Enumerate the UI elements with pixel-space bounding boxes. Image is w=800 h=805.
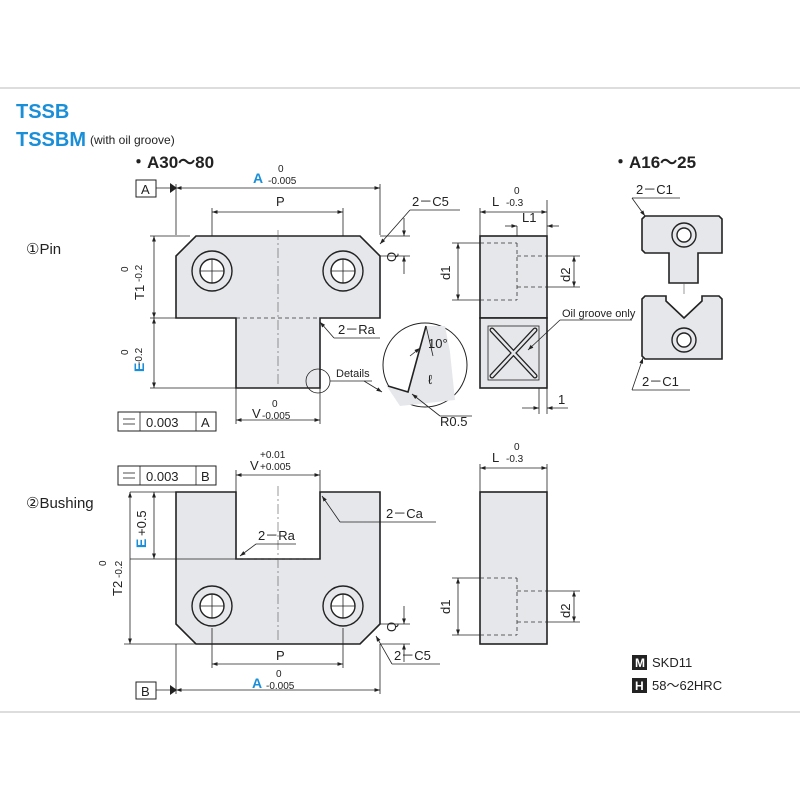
- hardness-badge: [632, 678, 647, 693]
- bushing-side: [479, 491, 548, 645]
- dim-v-tol-top: 0: [272, 399, 278, 410]
- dim-vb-tol-bot: +0.005: [260, 462, 291, 473]
- small-c1-top-label: 2－C1: [636, 182, 673, 197]
- dim-t1-label: T1: [132, 285, 147, 300]
- dim-pb-label: P: [276, 648, 285, 663]
- pin-tolerance-frame: 0.003 A: [117, 411, 217, 432]
- section-a16-25: ・A16～25: [612, 153, 696, 172]
- dim-t1-tol-bot: -0.2: [134, 264, 145, 282]
- small-c1-bottom-label: 2－C1: [642, 374, 679, 389]
- dim-t1-tol-top: 0: [120, 266, 131, 272]
- material-value: SKD11: [652, 655, 692, 670]
- dim-l-tol-bot: -0.3: [506, 198, 524, 209]
- dim-e-label: E: [131, 363, 147, 372]
- material-badge-letter: M: [635, 656, 645, 670]
- dim-eb-label: E: [133, 539, 149, 548]
- dim-v-label: V: [252, 406, 261, 421]
- pin-ra-label: 2－Ra: [338, 322, 376, 337]
- small-pin-body: [641, 215, 723, 284]
- dim-e-tol-top: 0: [120, 349, 131, 355]
- dim-l-tol-top: 0: [514, 186, 520, 197]
- dim-l-label: L: [492, 194, 499, 209]
- pin-c5-label: 2－C5: [412, 194, 449, 209]
- pin-d1-label: d1: [438, 266, 453, 280]
- bushing-tolerance-frame: 0.003 B: [117, 465, 217, 486]
- detail-r05: R0.5: [440, 414, 467, 429]
- dim-lb-tol-top: 0: [514, 442, 520, 453]
- pin-d2-label: d2: [558, 268, 573, 282]
- material-badge: [632, 655, 647, 670]
- bushing-d1-label: d1: [438, 600, 453, 614]
- dim-t2-label: T2: [110, 581, 125, 596]
- dim-a-tol-top: 0: [278, 164, 284, 175]
- bushing-label: ②Bushing: [26, 495, 94, 512]
- pin-label: ①Pin: [26, 241, 61, 258]
- series-title-tssbm: TSSBM: [16, 129, 86, 151]
- pin-q-label: Q: [384, 252, 399, 262]
- bushing-c5-label: 2－C5: [394, 648, 431, 663]
- details-label: Details: [336, 368, 370, 380]
- dim-ab-tol-top: 0: [276, 669, 282, 680]
- dim-l1-label: L1: [522, 210, 536, 225]
- bushing-q-label: Q: [384, 622, 399, 632]
- hardness-value: 58～62HRC: [652, 678, 722, 693]
- series-title-tssb: TSSB: [16, 101, 69, 123]
- dim-t2-tol-bot: -0.2: [114, 560, 125, 578]
- bushing-ra-label: 2－Ra: [258, 528, 296, 543]
- detail-angle: 10°: [428, 336, 448, 351]
- oil-groove-label: Oil groove only: [562, 308, 636, 320]
- dim-ab-label: A: [252, 675, 262, 691]
- datum-b-box: [135, 681, 157, 700]
- pin-tol-datum: A: [201, 415, 210, 430]
- pin-tol-value: 0.003: [146, 415, 179, 430]
- dim-lb-label: L: [492, 450, 499, 465]
- dim-a-tol-bot: -0.005: [268, 176, 297, 187]
- datum-a-label: A: [141, 182, 150, 197]
- section-a30-80: ・A30～80: [130, 153, 214, 172]
- bushing-tol-value: 0.003: [146, 469, 179, 484]
- dim-v-tol-bot: -0.005: [262, 411, 291, 422]
- bushing-ca-label: 2－Ca: [386, 506, 424, 521]
- dim-a-label: A: [253, 170, 263, 186]
- pin-side-top: [479, 235, 548, 319]
- datum-b-label: B: [141, 684, 150, 699]
- hardness-badge-letter: H: [635, 679, 644, 693]
- dim-e-tol-bot: -0.2: [134, 347, 145, 365]
- series-note: (with oil groove): [90, 133, 175, 147]
- dim-one-label: 1: [558, 392, 565, 407]
- dim-ab-tol-bot: -0.005: [266, 681, 295, 692]
- dim-vb-label: V: [250, 458, 259, 473]
- detail-ell: ℓ: [428, 372, 433, 387]
- dim-vb-tol-top: +0.01: [260, 450, 286, 461]
- dim-t2-tol-top: 0: [98, 560, 109, 566]
- bushing-tol-datum: B: [201, 469, 210, 484]
- dim-eb-tol: +0.5: [134, 510, 149, 536]
- datum-a-box: [135, 179, 157, 198]
- bushing-d2-label: d2: [558, 604, 573, 618]
- dim-p-label: P: [276, 194, 285, 209]
- dim-lb-tol-bot: -0.3: [506, 454, 524, 465]
